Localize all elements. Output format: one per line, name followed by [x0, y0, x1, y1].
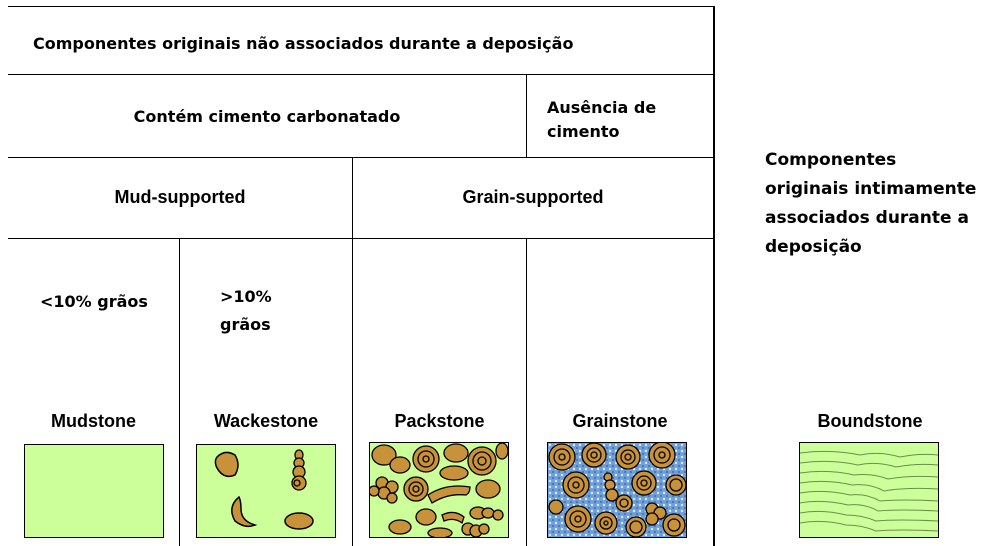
- wackestone-label: Wackestone: [213, 411, 319, 431]
- wackestone-grain-shell: [231, 495, 258, 528]
- wackestone-grain-pellet: [214, 451, 239, 478]
- less-than-10-label: <10% grãos: [40, 292, 148, 311]
- boundstone-illustration: [799, 442, 939, 538]
- pack-grain-divider: [526, 239, 527, 546]
- grainstone-illustration: [547, 442, 687, 538]
- row1-header: Componentes originais não associados dur…: [33, 34, 574, 53]
- right-column-divider: [713, 6, 715, 546]
- less-than-10-unit: grãos: [91, 292, 148, 311]
- row1-divider: [8, 74, 714, 75]
- wackestone-grain-gastropod: [291, 449, 307, 491]
- wackestone-grain-oval: [284, 512, 314, 530]
- more-than-10-unit: grãos: [220, 315, 271, 334]
- top-border-line: [8, 6, 714, 7]
- grain-supported-header: Grain-supported: [462, 187, 604, 207]
- boundstone-label: Boundstone: [817, 411, 923, 431]
- mud-supported-header: Mud-supported: [114, 187, 246, 207]
- more-than-10-value: >10%: [220, 287, 272, 306]
- boundstone-description: Componentes originais intimamente associ…: [765, 150, 977, 257]
- no-cement-header: Ausência de cimento: [547, 98, 657, 141]
- row2-divider: [8, 157, 714, 158]
- row3-divider: [8, 238, 714, 239]
- mudstone-label: Mudstone: [51, 411, 136, 431]
- grainstone-label: Grainstone: [572, 411, 668, 431]
- mud-wacke-divider: [179, 239, 180, 546]
- cement-header: Contém cimento carbonatado: [133, 107, 401, 126]
- more-than-10-label: >10% grãos: [220, 283, 272, 339]
- mudstone-illustration: [24, 444, 164, 538]
- cement-divider: [526, 75, 527, 158]
- mud-grain-divider: [352, 158, 353, 546]
- packstone-illustration: [369, 442, 509, 538]
- wackestone-illustration: [196, 444, 336, 538]
- less-than-10-value: <10%: [40, 292, 92, 311]
- packstone-label: Packstone: [394, 411, 485, 431]
